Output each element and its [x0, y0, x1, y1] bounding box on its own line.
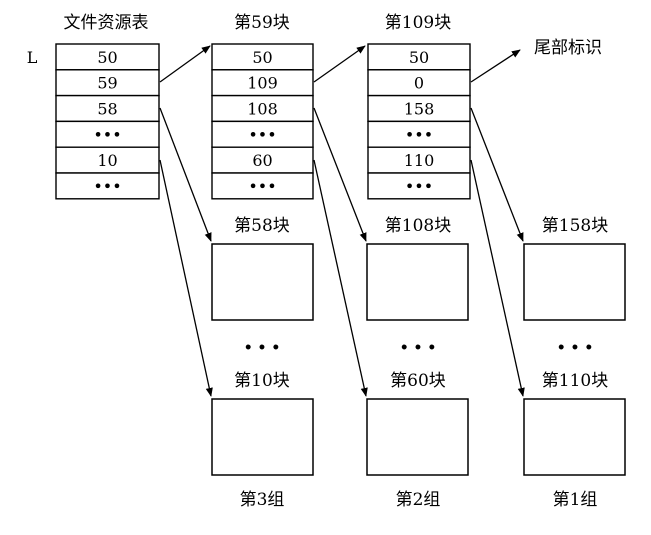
file-table-side-label: L	[27, 48, 38, 67]
index-block-cell-box	[211, 120, 314, 148]
index-block-cell-value: 60	[252, 151, 272, 170]
data-block-box	[366, 243, 469, 321]
data-block-box	[211, 398, 314, 476]
file-table-cell-value: 10	[97, 151, 117, 170]
pointer-arrow	[313, 107, 367, 242]
group-top-block-title: 第158块	[542, 216, 608, 236]
file-table-cell-box	[55, 120, 160, 148]
index-block-cell-value: •••	[405, 125, 433, 144]
group-label: 第3组	[240, 490, 285, 510]
file-resource-table: 50 59 58 ••• 10 •••	[55, 43, 160, 200]
index-block-cell-value: 109	[247, 74, 278, 93]
index-block-cell-value: 50	[252, 48, 272, 67]
group-label: 第1组	[553, 490, 598, 510]
index-block-title: 第59块	[234, 13, 290, 33]
pointer-arrow	[159, 107, 212, 242]
pointer-arrow	[470, 107, 524, 242]
data-block-box	[366, 398, 469, 476]
file-table-cell-value: •••	[93, 125, 121, 144]
file-table-cell-box	[55, 172, 160, 200]
tail-marker-label: 尾部标识	[534, 38, 602, 58]
data-block-box	[523, 243, 626, 321]
index-block-cell-value: 50	[409, 48, 429, 67]
group-top-block-title: 第58块	[234, 216, 290, 236]
file-table-cell-value: 50	[97, 48, 117, 67]
file-table-cell-value: 58	[97, 100, 117, 119]
index-block-cell-box	[367, 120, 471, 148]
index-block-cell-value: 110	[404, 151, 435, 170]
file-table-cell-box	[55, 43, 160, 71]
index-block-cell-value: 158	[404, 100, 435, 119]
group-bottom-block-title: 第10块	[234, 371, 290, 391]
index-block-cell-value: •••	[248, 125, 276, 144]
file-table-cell-value: •••	[93, 177, 121, 196]
group-ellipsis: • • •	[557, 340, 594, 356]
index-block-cell-value: •••	[405, 177, 433, 196]
index-block-cell-box	[211, 172, 314, 200]
index-block-cell-value: 108	[247, 100, 278, 119]
pointer-arrow	[313, 45, 366, 83]
index-block-109: 50 0 158 ••• 110 •••	[367, 43, 471, 200]
index-block-cell-box	[367, 172, 471, 200]
group-bottom-block-title: 第110块	[542, 371, 608, 391]
index-block-cell-box	[211, 146, 314, 174]
file-table-title: 文件资源表	[64, 13, 149, 33]
pointer-arrow	[470, 49, 521, 83]
index-block-cell-box	[367, 146, 471, 174]
group-label: 第2组	[396, 490, 441, 510]
index-block-cell-box	[367, 69, 471, 97]
data-block-box	[523, 398, 626, 476]
group-top-block-title: 第108块	[385, 216, 451, 236]
index-block-title: 第109块	[385, 13, 451, 33]
data-block-box	[211, 243, 314, 321]
pointer-arrow	[470, 159, 525, 397]
group-ellipsis: • • •	[244, 340, 281, 356]
pointer-arrow	[313, 159, 368, 397]
index-block-cell-box	[211, 69, 314, 97]
index-block-cell-value: 0	[414, 74, 424, 93]
index-block-cell-value: •••	[248, 177, 276, 196]
group-ellipsis: • • •	[400, 340, 437, 356]
pointer-arrow	[159, 45, 211, 83]
group-bottom-block-title: 第60块	[390, 371, 446, 391]
pointer-arrow	[159, 159, 213, 397]
file-table-cell-value: 59	[97, 74, 117, 93]
index-block-59: 50 109 108 ••• 60 •••	[211, 43, 314, 200]
